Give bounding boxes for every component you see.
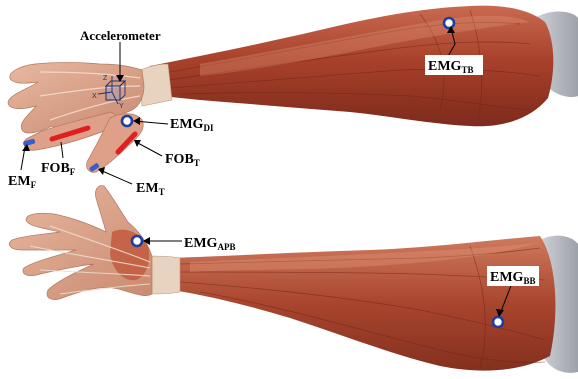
emg-di-electrode bbox=[122, 116, 132, 126]
leader-em-t bbox=[100, 170, 132, 184]
axis-y-label: Y bbox=[119, 103, 124, 110]
fob-f-label: FOBF bbox=[41, 161, 76, 177]
emg-tb-electrode bbox=[444, 18, 454, 28]
emg-bb-electrode bbox=[493, 317, 503, 327]
accelerometer-label: Accelerometer bbox=[80, 28, 161, 43]
top-wrist-tendons bbox=[140, 64, 172, 106]
emg-apb-electrode bbox=[132, 236, 142, 246]
fob-t-label: FOBT bbox=[165, 152, 200, 168]
axis-z-label: Z bbox=[103, 75, 108, 82]
leader-fob-t bbox=[136, 142, 162, 156]
emg-di-label: EMGDI bbox=[170, 117, 214, 133]
em-t-label: EMT bbox=[136, 181, 165, 197]
em-f-label: EMF bbox=[8, 174, 37, 190]
emg-apb-label: EMGAPB bbox=[184, 236, 235, 252]
bottom-wrist-tendons bbox=[150, 256, 180, 294]
axis-x-label: X bbox=[92, 93, 97, 100]
